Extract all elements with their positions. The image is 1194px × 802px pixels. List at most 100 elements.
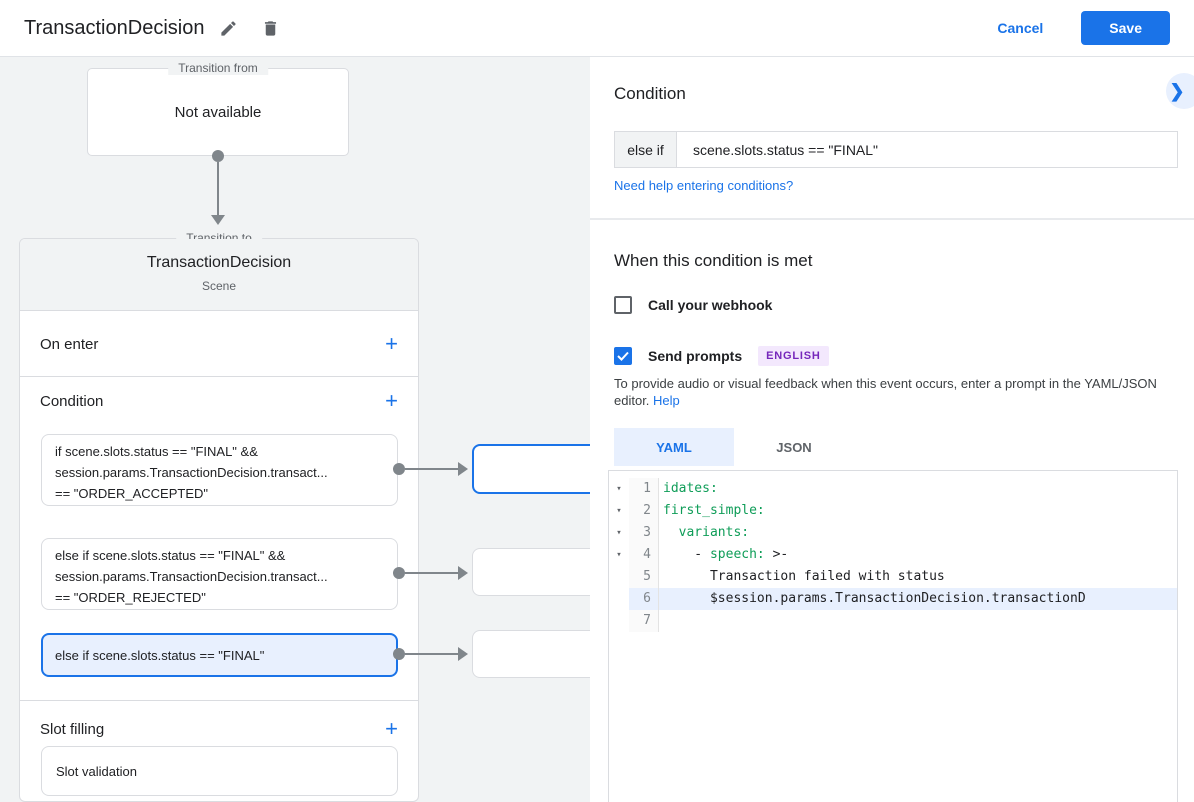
line-number: 7 bbox=[629, 610, 659, 632]
prompt-description: To provide audio or visual feedback when… bbox=[614, 375, 1180, 409]
code-text: - speech: >- bbox=[663, 547, 789, 562]
condition-line: == "ORDER_REJECTED" bbox=[55, 590, 206, 605]
when-condition-met-title: When this condition is met bbox=[614, 251, 813, 270]
code-text: variants: bbox=[678, 525, 750, 540]
condition-3-dot bbox=[393, 648, 405, 660]
code-line-2[interactable]: ▾2 first_simple: bbox=[609, 500, 1177, 522]
slot-validation-label: Slot validation bbox=[56, 763, 137, 779]
target-node-3[interactable] bbox=[472, 630, 590, 678]
fold-arrow-icon[interactable]: ▾ bbox=[609, 478, 629, 500]
code-text: idates: bbox=[663, 481, 718, 496]
target-node-2[interactable] bbox=[472, 548, 590, 596]
condition-2-arrow-icon bbox=[458, 566, 468, 580]
code-line-5[interactable]: 5 Transaction failed with status bbox=[609, 566, 1177, 588]
slot-validation-card[interactable]: Slot validation bbox=[41, 746, 398, 796]
on-enter-label: On enter bbox=[40, 335, 99, 353]
fold-arrow-icon[interactable]: ▾ bbox=[609, 522, 629, 544]
condition-line: else if scene.slots.status == "FINAL" bbox=[55, 647, 265, 663]
target-node-1[interactable] bbox=[472, 444, 590, 494]
transition-from-content: Not available bbox=[174, 103, 262, 121]
delete-scene-button[interactable] bbox=[252, 10, 288, 46]
add-condition-icon[interactable]: + bbox=[385, 388, 398, 413]
condition-line: session.params.TransactionDecision.trans… bbox=[55, 569, 328, 584]
condition-input[interactable] bbox=[677, 132, 1177, 167]
scene-title: TransactionDecision bbox=[146, 254, 292, 271]
code-line-6[interactable]: 6 $session.params.TransactionDecision.tr… bbox=[609, 588, 1177, 610]
condition-line: session.params.TransactionDecision.trans… bbox=[55, 465, 328, 480]
top-bar: TransactionDecision Cancel Save bbox=[0, 0, 1194, 57]
transition-to-card: Transition to TransactionDecision Scene … bbox=[19, 231, 419, 802]
condition-section-header: Condition + bbox=[20, 381, 418, 421]
add-slot-icon[interactable]: + bbox=[385, 716, 398, 741]
fold-gutter bbox=[609, 610, 629, 632]
condition-1-connector bbox=[405, 468, 459, 470]
scene-header: TransactionDecision Scene bbox=[20, 239, 418, 311]
condition-card-1[interactable]: if scene.slots.status == "FINAL" && sess… bbox=[41, 434, 398, 506]
condition-line: if scene.slots.status == "FINAL" && bbox=[55, 444, 258, 459]
webhook-checkbox-row: Call your webhook bbox=[614, 296, 772, 314]
slot-filling-section-header: Slot filling + bbox=[20, 709, 418, 749]
tab-yaml[interactable]: YAML bbox=[614, 428, 734, 466]
webhook-checkbox[interactable] bbox=[614, 296, 632, 314]
condition-card-2[interactable]: else if scene.slots.status == "FINAL" &&… bbox=[41, 538, 398, 610]
pencil-icon bbox=[221, 20, 236, 36]
code-text: Transaction failed with status bbox=[663, 569, 945, 584]
code-text: $session.params.TransactionDecision.tran… bbox=[659, 588, 1177, 610]
line-number: 5 bbox=[629, 566, 659, 588]
prompt-description-text: To provide audio or visual feedback when… bbox=[614, 376, 1157, 408]
section-divider bbox=[20, 700, 418, 701]
send-prompts-checkbox-row: Send prompts ENGLISH bbox=[614, 346, 829, 366]
add-on-enter-icon[interactable]: + bbox=[385, 331, 398, 356]
send-prompts-checkbox[interactable] bbox=[614, 347, 632, 365]
condition-2-dot bbox=[393, 567, 405, 579]
help-link[interactable]: Help bbox=[653, 393, 680, 408]
transition-from-label: Transition from bbox=[168, 61, 268, 75]
condition-help-link[interactable]: Need help entering conditions? bbox=[614, 178, 794, 193]
tab-json[interactable]: JSON bbox=[776, 439, 812, 455]
flow-canvas: Transition from Not available Transition… bbox=[0, 57, 590, 802]
chevron-right-icon: ❯ bbox=[1169, 80, 1185, 101]
condition-3-connector bbox=[405, 653, 459, 655]
line-number: 6 bbox=[629, 588, 659, 610]
panel-divider bbox=[590, 218, 1194, 220]
code-line-3[interactable]: ▾3 variants: bbox=[609, 522, 1177, 544]
condition-line: == "ORDER_ACCEPTED" bbox=[55, 486, 208, 501]
panel-title: Condition bbox=[614, 84, 686, 103]
checkmark-icon bbox=[617, 351, 629, 361]
edit-scene-button[interactable] bbox=[210, 10, 246, 46]
line-number: 4 bbox=[629, 544, 659, 566]
condition-1-dot bbox=[393, 463, 405, 475]
cancel-button[interactable]: Cancel bbox=[981, 12, 1059, 44]
fold-arrow-icon[interactable]: ▾ bbox=[609, 500, 629, 522]
condition-card-3-selected[interactable]: else if scene.slots.status == "FINAL" bbox=[41, 633, 398, 677]
section-divider bbox=[20, 376, 418, 377]
on-enter-row[interactable]: On enter + bbox=[20, 311, 418, 377]
fold-gutter bbox=[609, 588, 629, 610]
line-number: 2 bbox=[629, 500, 659, 522]
fold-arrow-icon[interactable]: ▾ bbox=[609, 544, 629, 566]
send-prompts-label: Send prompts bbox=[648, 348, 743, 364]
condition-line: else if scene.slots.status == "FINAL" && bbox=[55, 548, 286, 563]
editor-tabs: YAML JSON bbox=[614, 428, 854, 466]
condition-section-label: Condition bbox=[40, 392, 104, 410]
condition-2-connector bbox=[405, 572, 459, 574]
slot-filling-label: Slot filling bbox=[40, 720, 105, 738]
collapse-panel-button[interactable]: ❯ bbox=[1166, 73, 1194, 109]
condition-3-arrow-icon bbox=[458, 647, 468, 661]
condition-input-row: else if bbox=[614, 131, 1178, 168]
flow-connector-line bbox=[217, 162, 219, 215]
webhook-label: Call your webhook bbox=[648, 297, 773, 313]
condition-prefix: else if bbox=[615, 132, 677, 167]
scene-subtitle: Scene bbox=[201, 279, 237, 293]
page-title: TransactionDecision bbox=[24, 16, 205, 39]
code-text bbox=[659, 610, 1177, 632]
fold-gutter bbox=[609, 566, 629, 588]
save-button[interactable]: Save bbox=[1081, 11, 1170, 45]
code-text: first_simple: bbox=[663, 503, 765, 518]
code-line-7[interactable]: 7 bbox=[609, 610, 1177, 632]
code-line-4[interactable]: ▾4 - speech: >- bbox=[609, 544, 1177, 566]
language-badge: ENGLISH bbox=[758, 346, 829, 366]
